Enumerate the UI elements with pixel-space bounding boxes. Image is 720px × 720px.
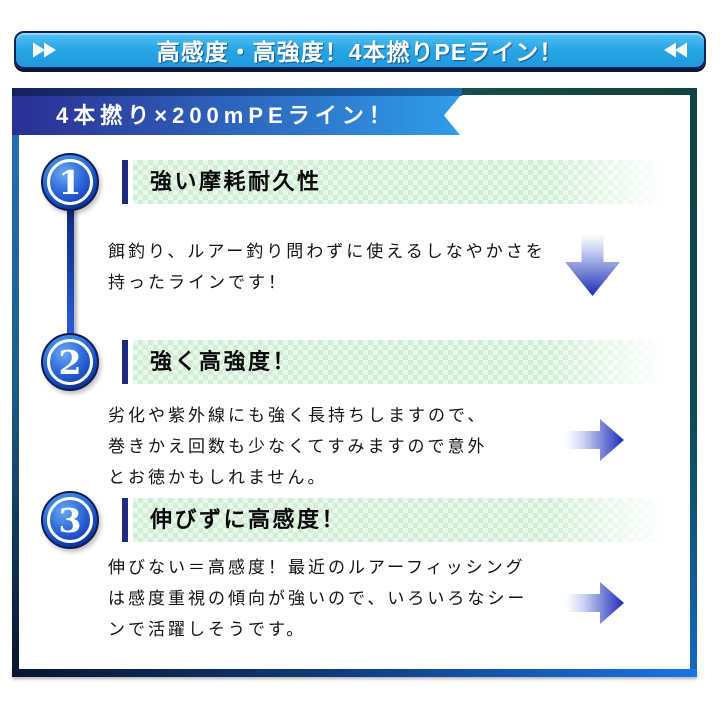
connector-line-1-2 bbox=[67, 209, 74, 336]
section3-heading-accent bbox=[122, 498, 128, 542]
section3-number-inner: 3 bbox=[47, 497, 93, 543]
ribbon-top-strip bbox=[12, 88, 462, 96]
section2-heading-bar: 強く高強度！ bbox=[133, 340, 665, 384]
frame-border-right bbox=[690, 88, 697, 677]
section3-body: 伸びない＝高感度！最近のルアーフィッシング は感度重視の傾向が強いので、いろいろ… bbox=[108, 558, 528, 639]
ribbon-title: 4本撚り×200mPEライン！ bbox=[12, 96, 460, 135]
section3-heading-bar: 伸びずに高感度！ bbox=[133, 498, 665, 542]
section2-heading: 強く高強度！ bbox=[150, 349, 298, 374]
section1-number-inner: 1 bbox=[47, 159, 93, 205]
frame-border-left bbox=[12, 88, 19, 677]
section2-heading-accent bbox=[122, 340, 128, 384]
section3-heading: 伸びずに高感度！ bbox=[150, 507, 347, 532]
section2-number: 2 bbox=[58, 342, 82, 382]
section1-number-badge: 1 bbox=[41, 153, 99, 211]
section1-heading: 強い摩耗耐久性 bbox=[150, 169, 322, 194]
fast-forward-icon bbox=[32, 42, 58, 58]
section1-heading-accent bbox=[122, 160, 128, 204]
top-banner: 高感度・高強度！4本撚りPEライン！ bbox=[14, 31, 706, 69]
section1-heading-bar: 強い摩耗耐久性 bbox=[133, 160, 665, 204]
right-arrow-icon bbox=[566, 582, 624, 629]
section3-number: 3 bbox=[58, 500, 82, 540]
frame-border-bottom bbox=[12, 669, 697, 677]
down-arrow-icon bbox=[565, 234, 620, 301]
section1-number: 1 bbox=[58, 162, 82, 202]
rewind-icon bbox=[662, 42, 688, 58]
banner-title: 高感度・高強度！4本撚りPEライン！ bbox=[156, 39, 564, 65]
right-arrow-icon bbox=[566, 419, 624, 466]
section2-number-inner: 2 bbox=[47, 339, 93, 385]
section1-body: 餌釣り、ルアー釣り問わずに使えるしなやかさを 持ったラインです！ bbox=[108, 242, 546, 292]
section3-number-badge: 3 bbox=[41, 491, 99, 549]
section2-body: 劣化や紫外線にも強く長持ちしますので、 巻きかえ回数も少なくてすみますので意外 … bbox=[108, 406, 488, 487]
section2-number-badge: 2 bbox=[41, 333, 99, 391]
